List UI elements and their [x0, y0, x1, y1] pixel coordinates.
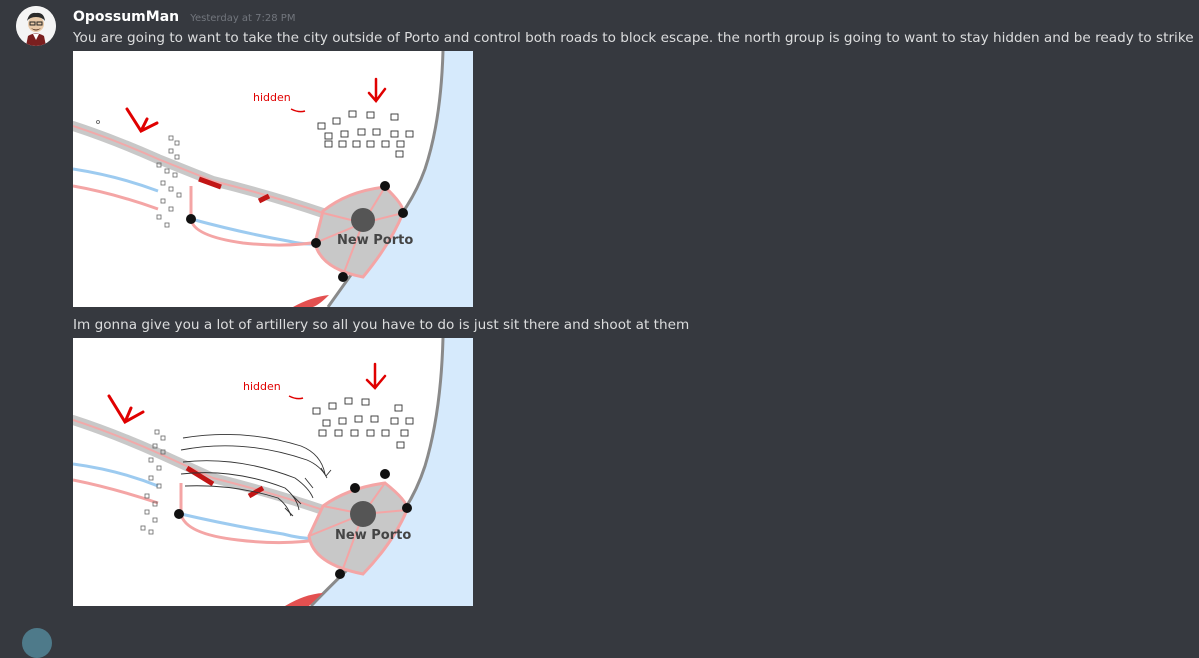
map-image-attachment[interactable]: hidden New Porto [73, 338, 473, 606]
city-label: New Porto [337, 233, 413, 248]
chat-message: OpossumMan Yesterday at 7:28 PM You are … [16, 6, 1194, 606]
avatar-portrait-icon [16, 6, 56, 46]
hidden-label: hidden [253, 91, 291, 104]
message-text: Im gonna give you a lot of artillery so … [73, 317, 690, 333]
battle-map-image: hidden New Porto [73, 51, 473, 307]
username[interactable]: OpossumMan [73, 9, 180, 25]
timestamp: Yesterday at 7:28 PM [190, 13, 296, 24]
user-avatar[interactable] [16, 6, 56, 46]
map-image-attachment[interactable]: hidden New Porto [73, 51, 473, 307]
message-text: You are going to want to take the city o… [73, 30, 1194, 46]
hidden-label: hidden [243, 380, 281, 393]
city-label: New Porto [335, 528, 411, 543]
message-header: OpossumMan Yesterday at 7:28 PM [73, 6, 295, 26]
battle-map-image: hidden New Porto [73, 338, 473, 606]
